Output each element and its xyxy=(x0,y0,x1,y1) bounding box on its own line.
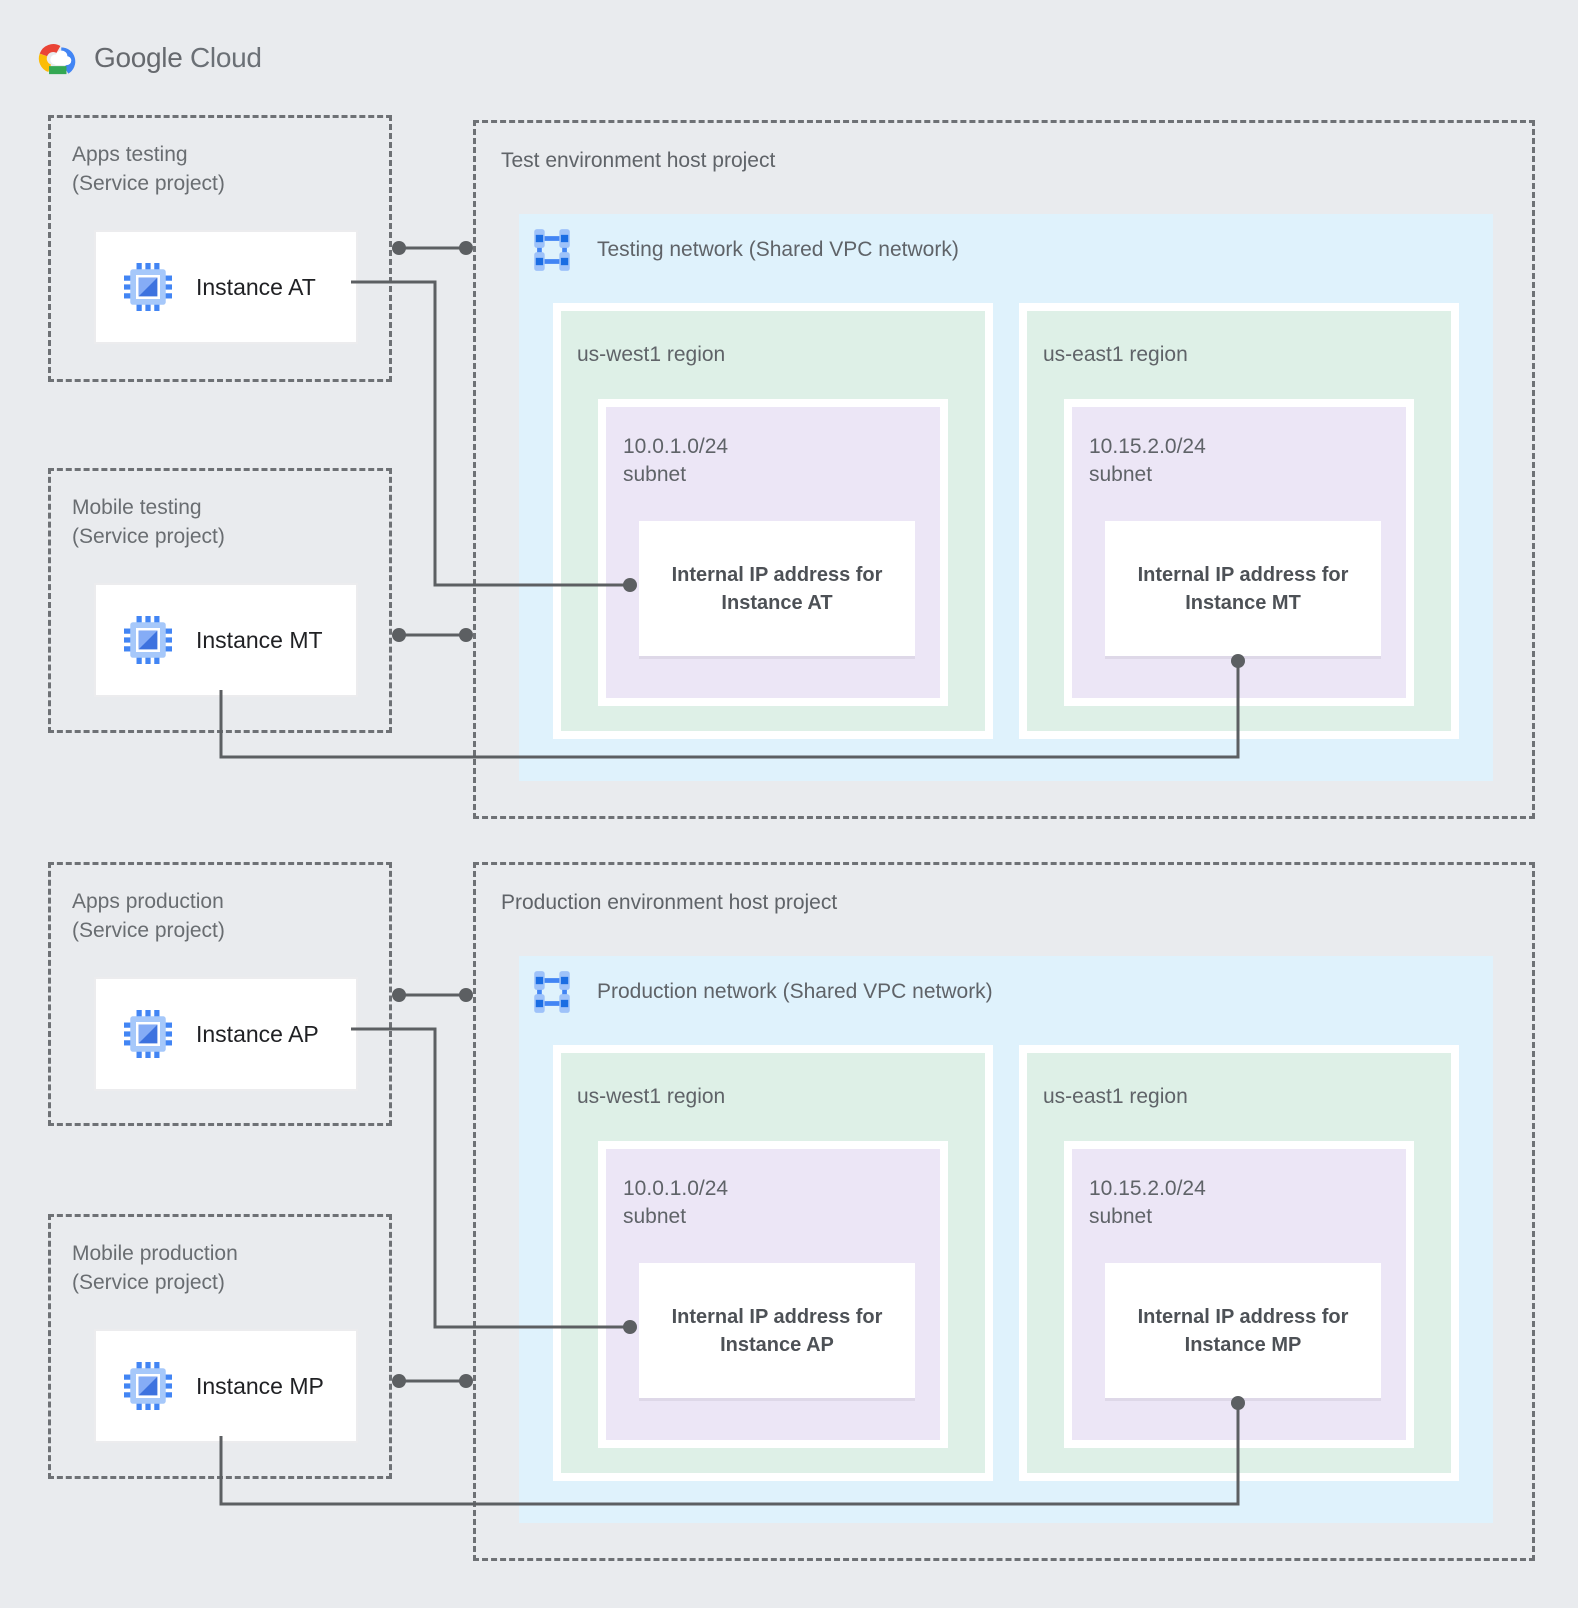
instance-card-mt: Instance MT xyxy=(94,583,358,697)
service-project-type: (Service project) xyxy=(72,919,225,942)
service-project-apps-production: Apps production (Service project) Instan… xyxy=(48,862,392,1126)
subnet-label: 10.15.2.0/24 subnet xyxy=(1089,1175,1206,1231)
google-cloud-logo-icon xyxy=(36,38,84,78)
subnet-cidr: 10.0.1.0/24 xyxy=(623,435,729,458)
network-header: Testing network (Shared VPC network) xyxy=(529,228,959,272)
ip-text-line1: Internal IP address for xyxy=(1137,563,1349,586)
region-label: us-west1 region xyxy=(577,1085,726,1108)
region-label: us-west1 region xyxy=(577,343,726,366)
region-us-east1: us-east1 region 10.15.2.0/24 subnet Inte… xyxy=(1019,303,1459,739)
service-project-label: Mobile production (Service project) xyxy=(72,1239,238,1297)
service-project-apps-testing: Apps testing (Service project) Instance … xyxy=(48,115,392,382)
service-project-type: (Service project) xyxy=(72,1271,225,1294)
subnet-cidr: 10.0.1.0/24 xyxy=(623,1177,729,1200)
service-project-mobile-testing: Mobile testing (Service project) Instanc… xyxy=(48,468,392,733)
instance-card-ap: Instance AP xyxy=(94,977,358,1091)
ip-text-line2: Instance AP xyxy=(720,1333,834,1356)
region-label: us-east1 region xyxy=(1043,1085,1188,1108)
subnet-box: 10.15.2.0/24 subnet Internal IP address … xyxy=(1064,399,1414,706)
subnet-word: subnet xyxy=(1089,463,1153,486)
region-us-west1: us-west1 region 10.0.1.0/24 subnet Inter… xyxy=(553,1045,993,1481)
ip-text-line1: Internal IP address for xyxy=(671,1305,883,1328)
service-project-name: Apps testing xyxy=(72,143,188,166)
shared-vpc-network-testing: Testing network (Shared VPC network) us-… xyxy=(519,214,1493,781)
instance-label: Instance AP xyxy=(196,1020,319,1047)
subnet-word: subnet xyxy=(623,463,687,486)
ip-text-line1: Internal IP address for xyxy=(671,563,883,586)
internal-ip-box-ap: Internal IP address for Instance AP xyxy=(639,1263,915,1398)
service-project-type: (Service project) xyxy=(72,525,225,548)
compute-engine-icon xyxy=(124,1010,172,1058)
region-label: us-east1 region xyxy=(1043,343,1188,366)
ip-text-line1: Internal IP address for xyxy=(1137,1305,1349,1328)
subnet-box: 10.15.2.0/24 subnet Internal IP address … xyxy=(1064,1141,1414,1448)
subnet-label: 10.0.1.0/24 subnet xyxy=(623,433,728,489)
internal-ip-box-at: Internal IP address for Instance AT xyxy=(639,521,915,656)
host-project-test: Test environment host project Testing ne… xyxy=(473,120,1535,819)
service-project-label: Mobile testing (Service project) xyxy=(72,493,225,551)
subnet-label: 10.15.2.0/24 subnet xyxy=(1089,433,1206,489)
service-project-name: Mobile testing xyxy=(72,496,202,519)
logo-word-google: Google xyxy=(94,42,183,73)
region-us-east1: us-east1 region 10.15.2.0/24 subnet Inte… xyxy=(1019,1045,1459,1481)
instance-label: Instance AT xyxy=(196,273,316,300)
service-project-mobile-production: Mobile production (Service project) Inst… xyxy=(48,1214,392,1479)
service-project-name: Apps production xyxy=(72,890,224,913)
instance-label: Instance MT xyxy=(196,626,323,653)
internal-ip-box-mp: Internal IP address for Instance MP xyxy=(1105,1263,1381,1398)
subnet-label: 10.0.1.0/24 subnet xyxy=(623,1175,728,1231)
vpc-network-icon xyxy=(529,970,575,1014)
instance-card-at: Instance AT xyxy=(94,230,358,344)
vpc-network-icon xyxy=(529,228,575,272)
google-cloud-logo-text: Google Cloud xyxy=(94,42,262,74)
service-project-label: Apps production (Service project) xyxy=(72,887,225,945)
instance-label: Instance MP xyxy=(196,1372,324,1399)
compute-engine-icon xyxy=(124,1362,172,1410)
host-project-production: Production environment host project Prod… xyxy=(473,862,1535,1561)
subnet-word: subnet xyxy=(1089,1205,1153,1228)
network-label: Testing network (Shared VPC network) xyxy=(597,238,959,261)
compute-engine-icon xyxy=(124,263,172,311)
region-us-west1: us-west1 region 10.0.1.0/24 subnet Inter… xyxy=(553,303,993,739)
network-header: Production network (Shared VPC network) xyxy=(529,970,993,1014)
subnet-cidr: 10.15.2.0/24 xyxy=(1089,1177,1206,1200)
logo-word-cloud: Cloud xyxy=(189,42,262,73)
service-project-type: (Service project) xyxy=(72,172,225,195)
host-project-title: Test environment host project xyxy=(501,149,776,172)
service-project-label: Apps testing (Service project) xyxy=(72,140,225,198)
ip-text-line2: Instance MP xyxy=(1184,1333,1302,1356)
instance-card-mp: Instance MP xyxy=(94,1329,358,1443)
subnet-cidr: 10.15.2.0/24 xyxy=(1089,435,1206,458)
compute-engine-icon xyxy=(124,616,172,664)
service-project-name: Mobile production xyxy=(72,1242,238,1265)
internal-ip-box-mt: Internal IP address for Instance MT xyxy=(1105,521,1381,656)
network-label: Production network (Shared VPC network) xyxy=(597,980,993,1003)
subnet-box: 10.0.1.0/24 subnet Internal IP address f… xyxy=(598,399,948,706)
host-project-title: Production environment host project xyxy=(501,891,838,914)
subnet-word: subnet xyxy=(623,1205,687,1228)
ip-text-line2: Instance MT xyxy=(1185,591,1301,614)
shared-vpc-network-production: Production network (Shared VPC network) … xyxy=(519,956,1493,1523)
ip-text-line2: Instance AT xyxy=(721,591,833,614)
subnet-box: 10.0.1.0/24 subnet Internal IP address f… xyxy=(598,1141,948,1448)
google-cloud-logo: Google Cloud xyxy=(36,38,262,78)
